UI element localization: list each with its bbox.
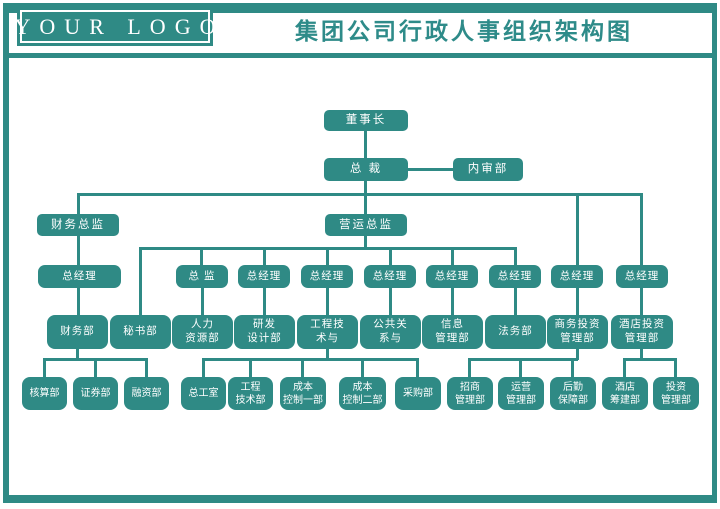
node-sub-hotel-preparation: 酒店 筹建部	[602, 377, 648, 410]
connector	[640, 288, 643, 315]
connector	[43, 358, 46, 377]
node-dept-legal: 法务部	[485, 315, 546, 349]
connector	[389, 247, 392, 265]
node-dept-information: 信息 管理部	[422, 315, 483, 349]
connector	[77, 288, 80, 315]
connector	[326, 288, 329, 315]
connector	[361, 358, 364, 377]
connector	[576, 193, 579, 265]
node-sub-operations-mgmt: 运营 管理部	[498, 377, 544, 410]
connector	[263, 288, 266, 315]
connector	[364, 181, 367, 193]
node-gm-hotel-investment: 总经理	[616, 265, 668, 288]
connector	[94, 358, 97, 377]
node-gm-public-relations: 总经理	[364, 265, 416, 288]
connector	[514, 288, 517, 315]
connector	[201, 288, 204, 315]
node-sub-cost-control-2: 成本 控制二部	[339, 377, 386, 410]
connector	[468, 358, 578, 361]
node-operations-director: 营运总监	[325, 214, 407, 236]
page-title-area: 集团公司行政人事组织架构图	[218, 10, 710, 48]
connector	[576, 288, 579, 315]
connector	[576, 349, 579, 360]
connector	[263, 247, 266, 265]
connector	[139, 247, 142, 315]
connector	[571, 358, 574, 377]
node-gm-information: 总经理	[426, 265, 478, 288]
node-gm-engineering: 总经理	[301, 265, 353, 288]
node-sub-procurement: 采购部	[395, 377, 441, 410]
connector	[451, 288, 454, 315]
connector	[202, 358, 419, 361]
node-dept-engineering: 工程技 术与	[297, 315, 358, 349]
page-title: 集团公司行政人事组织架构图	[295, 18, 633, 44]
connector	[389, 288, 392, 315]
node-chairman: 董事长	[324, 110, 408, 131]
connector	[408, 168, 453, 171]
connector	[364, 236, 367, 249]
node-sub-cost-control-1: 成本 控制一部	[280, 377, 326, 410]
connector	[451, 247, 454, 265]
node-internal-audit: 内审部	[453, 158, 523, 181]
node-sub-financing: 融资部	[124, 377, 169, 410]
connector	[519, 358, 522, 377]
connector	[200, 247, 203, 265]
node-gm-finance: 总经理	[38, 265, 121, 288]
connector	[623, 358, 677, 361]
connector	[640, 349, 643, 360]
node-supervisor: 总 监	[176, 265, 228, 288]
connector	[77, 193, 80, 214]
node-gm-rnd: 总经理	[238, 265, 290, 288]
connector	[326, 247, 329, 265]
connector	[364, 193, 367, 214]
node-gm-business-investment: 总经理	[551, 265, 603, 288]
node-dept-public-relations: 公共关 系与	[360, 315, 421, 349]
header-divider	[3, 53, 717, 58]
node-dept-hotel-investment: 酒店投资 管理部	[611, 315, 673, 349]
connector	[326, 349, 329, 360]
node-sub-chief-engineer-office: 总工室	[181, 377, 226, 410]
node-sub-accounting: 核算部	[22, 377, 67, 410]
page-border	[3, 3, 717, 503]
connector	[76, 349, 79, 360]
connector	[77, 236, 80, 265]
connector	[364, 131, 367, 158]
node-sub-logistics-support: 后勤 保障部	[550, 377, 596, 410]
connector	[468, 358, 471, 377]
connector	[77, 193, 642, 196]
connector	[640, 193, 643, 265]
node-sub-investment-mgmt: 投资 管理部	[653, 377, 699, 410]
node-gm-legal: 总经理	[489, 265, 541, 288]
connector	[416, 358, 419, 377]
node-dept-finance: 财务部	[47, 315, 108, 349]
connector	[249, 358, 252, 377]
connector	[145, 358, 148, 377]
connector	[301, 358, 304, 377]
node-dept-hr: 人力 资源部	[172, 315, 233, 349]
connector	[623, 358, 626, 377]
node-president: 总 裁	[324, 158, 408, 181]
logo-text: YOUR LOGO	[14, 13, 225, 39]
connector	[202, 358, 205, 377]
node-sub-securities: 证券部	[73, 377, 118, 410]
node-sub-merchants-mgmt: 招商 管理部	[447, 377, 493, 410]
node-finance-director: 财务总监	[37, 214, 119, 236]
logo-box: YOUR LOGO	[15, 7, 215, 46]
node-dept-secretary: 秘书部	[110, 315, 171, 349]
connector	[514, 247, 517, 265]
node-dept-business-investment: 商务投资 管理部	[547, 315, 608, 349]
logo-inner-border: YOUR LOGO	[15, 10, 215, 43]
node-sub-engineering-tech: 工程 技术部	[228, 377, 273, 410]
connector	[674, 358, 677, 377]
node-dept-rnd: 研发 设计部	[234, 315, 295, 349]
